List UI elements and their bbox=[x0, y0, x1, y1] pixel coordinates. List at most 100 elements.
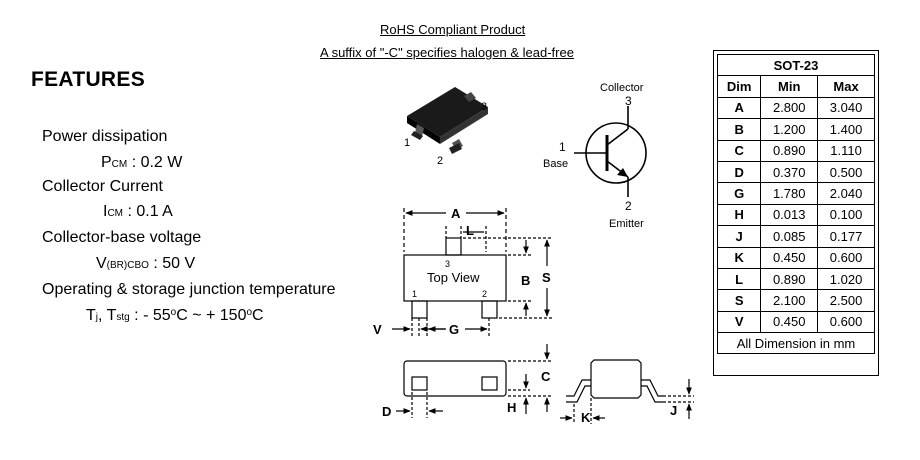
cell-max: 0.100 bbox=[817, 203, 875, 227]
cell-min: 2.800 bbox=[760, 96, 819, 120]
power-dissipation-spec: PCM : 0.2 W bbox=[101, 154, 182, 172]
temp-unit: C bbox=[252, 307, 264, 324]
cell-max: 2.040 bbox=[817, 182, 875, 205]
npn-transistor-symbol bbox=[574, 106, 647, 197]
table-footer-row: All Dimension in mm bbox=[717, 332, 875, 355]
dim-j-label: J bbox=[670, 403, 677, 418]
cell-dim: J bbox=[716, 225, 762, 248]
package-3d-pin3-label: 3 bbox=[481, 101, 487, 113]
cell-max: 1.110 bbox=[817, 139, 875, 162]
current-subscript: CM bbox=[107, 208, 124, 219]
top-view-pin1-label: 1 bbox=[412, 289, 417, 299]
temperature-spec: Tj, Tstg : - 55oC ~ + 150oC bbox=[86, 307, 264, 325]
dim-k-label: K bbox=[581, 410, 591, 425]
temp-min: : - 55 bbox=[129, 307, 171, 324]
tj-subscript: j bbox=[95, 312, 99, 323]
end-view-lead-right-top bbox=[641, 379, 666, 397]
power-symbol: P bbox=[101, 154, 112, 171]
package-3d-pin1-label: 1 bbox=[404, 137, 410, 149]
cell-max: 2.500 bbox=[817, 289, 875, 312]
power-subscript: CM bbox=[111, 159, 128, 170]
package-3d-pin2-label: 2 bbox=[437, 155, 443, 167]
cell-min: 0.013 bbox=[760, 203, 819, 227]
top-view-drawing bbox=[392, 208, 552, 338]
collector-base-voltage-label: Collector-base voltage bbox=[42, 229, 202, 246]
cell-dim: K bbox=[716, 246, 762, 269]
cell-dim: G bbox=[716, 182, 762, 205]
dim-h-label: H bbox=[507, 400, 516, 415]
top-view-pin3 bbox=[445, 237, 462, 256]
dim-a-label: A bbox=[451, 206, 461, 221]
base-pin-number: 1 bbox=[559, 140, 566, 154]
power-value: : 0.2 W bbox=[131, 154, 183, 171]
current-symbol: I bbox=[103, 203, 108, 220]
dim-d-label: D bbox=[382, 404, 391, 419]
temperature-label: Operating & storage junction temperature bbox=[42, 281, 336, 298]
base-label: Base bbox=[543, 158, 568, 170]
top-view-label: Top View bbox=[427, 270, 480, 285]
cell-dim: A bbox=[716, 96, 762, 120]
degree-mark-min: o bbox=[170, 307, 177, 318]
dim-v-label: V bbox=[373, 322, 382, 337]
temp-max: C ~ + 150 bbox=[176, 307, 247, 324]
end-view-drawing bbox=[560, 359, 694, 424]
header-dim: Dim bbox=[716, 75, 762, 98]
cell-max: 0.600 bbox=[817, 310, 875, 334]
cell-max: 1.020 bbox=[817, 267, 875, 291]
voltage-subscript: (BR)CBO bbox=[106, 260, 149, 271]
cell-min: 0.370 bbox=[760, 160, 819, 184]
cell-max: 0.500 bbox=[817, 160, 875, 184]
top-view-pin3-label: 3 bbox=[445, 259, 450, 269]
voltage-symbol: V bbox=[96, 255, 107, 272]
cell-dim: L bbox=[716, 267, 762, 291]
power-dissipation-label: Power dissipation bbox=[42, 128, 168, 145]
collector-current-spec: ICM : 0.1 A bbox=[103, 203, 173, 221]
cell-min: 1.200 bbox=[760, 118, 819, 141]
package-3d-illustration: 3 1 2 bbox=[404, 87, 488, 167]
package-drawings: 3 1 2 Collector 3 1 Base 2 Emitter bbox=[373, 82, 694, 425]
cell-dim: D bbox=[716, 160, 762, 184]
table-title: SOT-23 bbox=[717, 53, 875, 77]
table-footer: All Dimension in mm bbox=[717, 332, 875, 355]
dim-c-label: C bbox=[541, 369, 551, 384]
end-view-lead-left-bottom bbox=[566, 385, 591, 403]
dim-l-label: L bbox=[466, 223, 474, 238]
cell-dim: C bbox=[716, 139, 762, 162]
emitter-label: Emitter bbox=[609, 218, 644, 230]
dim-g-label: G bbox=[449, 322, 459, 337]
end-view-lead-right-bottom bbox=[641, 385, 666, 403]
table-title-row: SOT-23 bbox=[717, 53, 875, 77]
dim-s-label: S bbox=[542, 270, 551, 285]
table-header-row: Dim Min Max bbox=[716, 75, 875, 98]
cell-max: 0.177 bbox=[817, 225, 875, 248]
side-view-drawing bbox=[396, 344, 552, 418]
rohs-heading: RoHS Compliant Product bbox=[380, 22, 526, 37]
cell-min: 0.450 bbox=[760, 246, 819, 269]
side-view-body bbox=[403, 360, 507, 397]
cell-max: 0.600 bbox=[817, 246, 875, 269]
header-max: Max bbox=[817, 75, 875, 98]
header-min: Min bbox=[760, 75, 819, 98]
end-view-lead-left-top bbox=[566, 379, 591, 397]
tstg-symbol: , T bbox=[98, 307, 117, 324]
collector-pin-number: 3 bbox=[625, 94, 632, 108]
collector-current-label: Collector Current bbox=[42, 178, 163, 195]
cell-dim: B bbox=[716, 118, 762, 141]
voltage-value: : 50 V bbox=[153, 255, 196, 272]
end-view-body bbox=[590, 359, 642, 399]
cell-dim: S bbox=[716, 289, 762, 312]
cell-dim: H bbox=[716, 203, 762, 227]
side-view-lead-right bbox=[481, 376, 498, 391]
cell-min: 1.780 bbox=[760, 182, 819, 205]
cell-min: 0.890 bbox=[760, 139, 819, 162]
